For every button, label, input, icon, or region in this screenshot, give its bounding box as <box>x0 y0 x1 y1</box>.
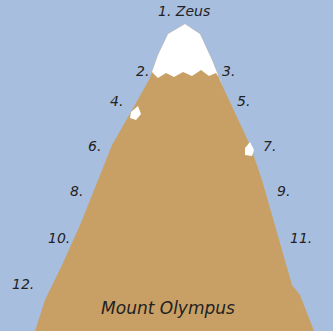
mountain-name: Mount Olympus <box>101 298 235 318</box>
callout-number: 10. <box>48 230 70 247</box>
snow-cap <box>152 24 222 85</box>
snow-patch <box>130 106 141 120</box>
callout-number: 1. Zeus <box>158 3 210 20</box>
callout-number: 4. <box>110 93 123 110</box>
callout-number: 3. <box>222 63 235 80</box>
callout-number: 12. <box>12 276 34 293</box>
callout-number: 6. <box>88 138 101 155</box>
callout-number: 5. <box>237 93 250 110</box>
callout-number: 2. <box>136 63 149 80</box>
callout-number: 9. <box>277 183 290 200</box>
snow-patch <box>245 142 254 156</box>
mountain <box>35 24 314 331</box>
callout-number: 11. <box>290 230 312 247</box>
callout-number: 7. <box>263 138 276 155</box>
callout-number: 8. <box>70 183 83 200</box>
